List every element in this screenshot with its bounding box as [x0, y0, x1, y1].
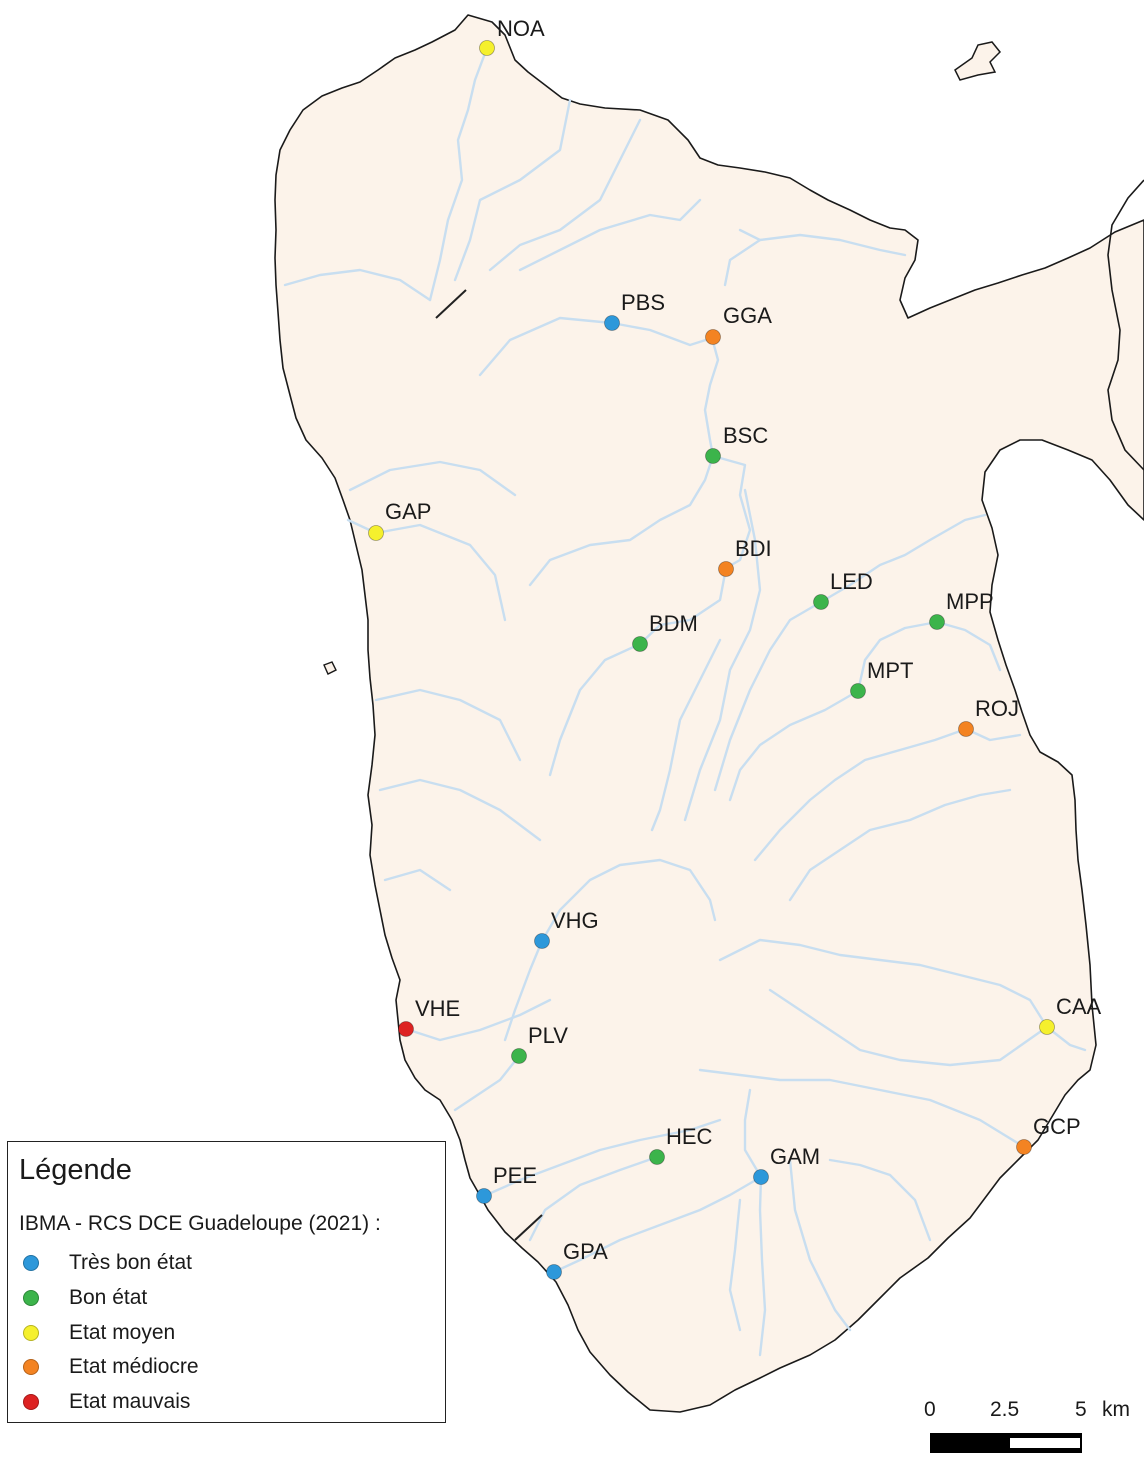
- scale-label-2-5: 2.5: [990, 1398, 1020, 1421]
- station-label-mpt: MPT: [867, 658, 913, 683]
- station-label-vhg: VHG: [551, 908, 599, 933]
- river-network: [283, 46, 1087, 1357]
- scale-bar: [930, 1433, 1082, 1453]
- station-marker-gam[interactable]: [753, 1169, 769, 1185]
- legend-item-poor: Etat médiocre: [23, 1354, 199, 1380]
- station-marker-roj[interactable]: [958, 721, 974, 737]
- station-marker-mpt[interactable]: [850, 683, 866, 699]
- station-label-pbs: PBS: [621, 290, 665, 315]
- station-label-gcp: GCP: [1033, 1114, 1081, 1139]
- legend-panel: Légende IBMA - RCS DCE Guadeloupe (2021)…: [7, 1141, 446, 1423]
- station-marker-vhe[interactable]: [398, 1021, 414, 1037]
- station-label-mpp: MPP: [946, 589, 994, 614]
- station-marker-gcp[interactable]: [1016, 1139, 1032, 1155]
- legend-item-moderate: Etat moyen: [23, 1320, 175, 1346]
- station-marker-bdm[interactable]: [632, 636, 648, 652]
- scale-unit: km: [1102, 1398, 1130, 1421]
- legend-label: Etat moyen: [69, 1321, 176, 1344]
- station-label-bdm: BDM: [649, 611, 698, 636]
- station-label-bdi: BDI: [735, 536, 772, 561]
- station-marker-caa[interactable]: [1039, 1019, 1055, 1035]
- legend-dot-moderate: [23, 1325, 39, 1341]
- station-marker-gga[interactable]: [705, 329, 721, 345]
- station-marker-led[interactable]: [813, 594, 829, 610]
- station-marker-gpa[interactable]: [546, 1264, 562, 1280]
- station-label-pee: PEE: [493, 1163, 537, 1188]
- station-label-vhe: VHE: [415, 996, 460, 1021]
- station-label-noa: NOA: [497, 16, 545, 41]
- legend-subtitle: IBMA - RCS DCE Guadeloupe (2021) :: [19, 1212, 381, 1235]
- legend-item-bad: Etat mauvais: [23, 1389, 190, 1415]
- legend-dot-bad: [23, 1394, 39, 1410]
- station-marker-bdi[interactable]: [718, 561, 734, 577]
- station-label-gpa: GPA: [563, 1239, 608, 1264]
- station-label-led: LED: [830, 569, 873, 594]
- legend-label: Bon état: [69, 1286, 148, 1309]
- station-marker-plv[interactable]: [511, 1048, 527, 1064]
- station-marker-vhg[interactable]: [534, 933, 550, 949]
- islet-northeast: [954, 41, 1002, 81]
- neighbor-island-coast: [1107, 179, 1144, 471]
- legend-dot-very-good: [23, 1255, 39, 1271]
- station-label-hec: HEC: [666, 1124, 713, 1149]
- scale-label-5: 5: [1075, 1398, 1087, 1421]
- station-label-caa: CAA: [1056, 994, 1102, 1019]
- legend-item-very-good: Très bon état: [23, 1250, 192, 1276]
- station-label-gam: GAM: [770, 1144, 820, 1169]
- station-label-gga: GGA: [723, 303, 772, 328]
- station-marker-bsc[interactable]: [705, 448, 721, 464]
- station-label-gap: GAP: [385, 499, 431, 524]
- station-label-plv: PLV: [528, 1023, 568, 1048]
- scale-label-0: 0: [924, 1398, 936, 1421]
- legend-label: Etat mauvais: [69, 1390, 191, 1413]
- legend-dot-poor: [23, 1359, 39, 1375]
- islet-west: [323, 661, 337, 675]
- station-label-roj: ROJ: [975, 696, 1019, 721]
- legend-label: Etat médiocre: [69, 1355, 199, 1378]
- road-segment: [514, 1214, 543, 1241]
- station-marker-pee[interactable]: [476, 1188, 492, 1204]
- legend-label: Très bon état: [69, 1251, 192, 1274]
- station-marker-pbs[interactable]: [604, 315, 620, 331]
- legend-title: Légende: [19, 1154, 132, 1186]
- road-segment: [435, 289, 467, 319]
- station-marker-noa[interactable]: [479, 40, 495, 56]
- station-marker-hec[interactable]: [649, 1149, 665, 1165]
- station-marker-mpp[interactable]: [929, 614, 945, 630]
- legend-item-good: Bon état: [23, 1285, 147, 1311]
- legend-dot-good: [23, 1290, 39, 1306]
- station-label-bsc: BSC: [723, 423, 768, 448]
- station-marker-gap[interactable]: [368, 525, 384, 541]
